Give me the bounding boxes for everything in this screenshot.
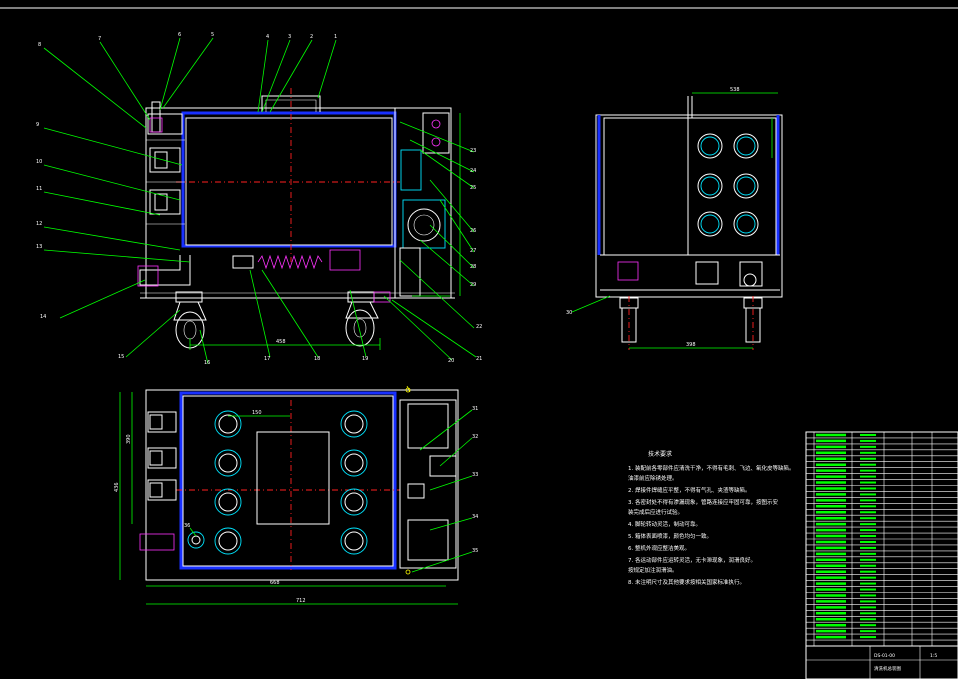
tech-note-2: 油漆前应除锈处理。: [628, 474, 678, 482]
callout-18: 18: [314, 356, 320, 362]
callout-33: 33: [472, 472, 478, 478]
callout-27: 27: [470, 248, 476, 254]
callout-6: 6: [178, 32, 181, 38]
side-caster-right: [743, 296, 763, 350]
callout-17: 17: [264, 356, 270, 362]
callout-14: 14: [40, 314, 46, 320]
tank-outline: [181, 111, 397, 248]
callout-32: 32: [472, 434, 478, 440]
technical-requirements: 技术要求 1. 装配前各零部件应清洗干净，不得有毛刺、飞边、氧化皮等缺陷。 油漆…: [628, 450, 795, 586]
dim-top-grid: 150: [252, 410, 262, 416]
callout-7: 7: [98, 36, 101, 42]
dim-top-outer: 712: [296, 598, 306, 604]
dim-top-inner: 668: [270, 580, 280, 586]
top-holes: [214, 410, 368, 555]
parts-list-table: DS-01-00 清洗机总装图 1:5: [805, 431, 958, 679]
title-name: 清洗机总装图: [874, 665, 901, 672]
callout-8: 8: [38, 42, 41, 48]
front-leaders: [43, 37, 477, 365]
callout-12: 12: [36, 221, 42, 227]
tech-note-10: 按规定加注润滑油。: [628, 566, 678, 574]
callout-19: 19: [362, 356, 368, 362]
tech-note-1: 1. 装配前各零部件应清洗干净，不得有毛刺、飞边、氧化皮等缺陷。: [628, 464, 795, 472]
top-callouts: 31 32 33 34 35 36: [184, 406, 478, 554]
callout-30: 30: [566, 310, 572, 316]
callout-28: 28: [470, 264, 476, 270]
callout-13: 13: [36, 244, 42, 250]
dim-side-top: 538: [730, 87, 740, 93]
heater-coil: [257, 254, 323, 270]
callout-22: 22: [476, 324, 482, 330]
tech-note-5: 装完成后应进行试验。: [628, 508, 683, 516]
callout-1: 1: [334, 34, 337, 40]
tech-note-3: 2. 焊接件焊缝应平整，不得有气孔、夹渣等缺陷。: [628, 486, 751, 494]
front-frame: [145, 107, 452, 299]
callout-15: 15: [118, 354, 124, 360]
front-view: 458: [137, 88, 461, 350]
callout-24: 24: [470, 168, 476, 174]
front-callouts: 8 7 6 5 4 3 2 1 9 10 11 12 13 14 15 16 1…: [36, 32, 482, 366]
top-view: 150 668 712 436 390: [114, 385, 459, 605]
top-leaders: [189, 409, 473, 573]
tech-note-8: 6. 整机外观应整洁美观。: [628, 544, 690, 552]
title-block: [805, 645, 958, 679]
dim-top-height-outer: 436: [114, 482, 120, 492]
callout-16: 16: [204, 360, 210, 366]
side-frame: [595, 114, 783, 298]
title-drawing-no: DS-01-00: [874, 653, 895, 659]
lid-handle: [261, 95, 321, 112]
dim-top-height-inner: 390: [126, 434, 132, 444]
callout-10: 10: [36, 159, 42, 165]
caster-right: [345, 291, 391, 347]
tech-title: 技术要求: [648, 450, 672, 458]
side-caster-left: [619, 296, 639, 350]
callout-23: 23: [470, 148, 476, 154]
tech-note-9: 7. 各运动部件应运转灵活，无卡滞现象，润滑良好。: [628, 556, 756, 564]
side-view: 538 398 30: [566, 87, 783, 350]
callout-35: 35: [472, 548, 478, 554]
callout-20: 20: [448, 358, 454, 364]
callout-29: 29: [470, 282, 476, 288]
side-holes: [697, 133, 759, 237]
top-frame: [145, 389, 459, 581]
tech-note-6: 4. 脚轮转动灵活，制动可靠。: [628, 520, 701, 528]
drain-pipe: [139, 255, 191, 286]
callout-5: 5: [211, 32, 214, 38]
top-center-block: [256, 431, 330, 525]
title-scale: 1:5: [930, 653, 937, 659]
dim-side-bottom: 398: [686, 342, 696, 348]
callout-36: 36: [184, 523, 190, 529]
tech-note-11: 8. 未注明尺寸及其他要求按相关国家标准执行。: [628, 578, 745, 586]
callout-9: 9: [36, 122, 39, 128]
callout-31: 31: [472, 406, 478, 412]
callout-34: 34: [472, 514, 478, 520]
callout-25: 25: [470, 185, 476, 191]
callout-3: 3: [288, 34, 291, 40]
callout-26: 26: [470, 228, 476, 234]
callout-4: 4: [266, 34, 269, 40]
callout-11: 11: [36, 186, 42, 192]
tech-note-7: 5. 箱体表面喷漆，颜色均匀一致。: [628, 532, 712, 540]
dim-front-width: 458: [276, 339, 286, 345]
callout-2: 2: [310, 34, 313, 40]
tech-note-4: 3. 各密封处不得有渗漏现象，管路连接应牢固可靠，按图示安: [628, 498, 778, 506]
callout-21: 21: [476, 356, 482, 362]
tank-inner: [185, 117, 393, 246]
